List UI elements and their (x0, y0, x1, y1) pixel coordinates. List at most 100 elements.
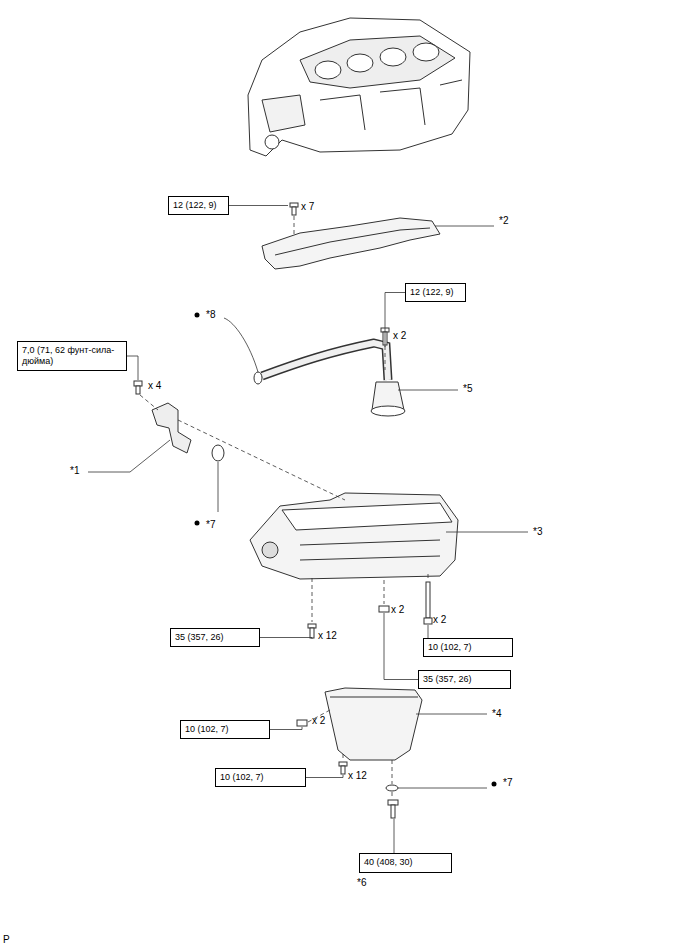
part-drawing (88, 440, 170, 472)
part-drawing (398, 390, 458, 391)
part-drawing (385, 346, 386, 370)
part-drawing (392, 792, 393, 799)
part-drawing (416, 714, 487, 715)
part-drawing (297, 720, 307, 726)
part-drawing (320, 80, 462, 130)
part-drawing (435, 226, 494, 227)
part-drawing (88, 226, 528, 788)
part-drawing (341, 766, 345, 774)
callout-label: x 12 (318, 630, 337, 642)
part-drawing (446, 532, 528, 533)
torque-box: 35 (357, 26) (170, 628, 260, 647)
part-drawing (325, 688, 422, 760)
part-drawing (379, 606, 389, 612)
callout-label: *6 (357, 877, 366, 889)
callout-label: x 2 (433, 614, 446, 626)
callout-label: *4 (492, 708, 501, 720)
torque-value: 7,0 (71, 62 фунт-сила-дюйма) (22, 345, 122, 367)
part-drawing (426, 582, 430, 618)
callout-label: *8 (206, 309, 215, 321)
part-drawing (218, 462, 219, 512)
torque-value: 10 (102, 7) (185, 724, 265, 735)
torque-value: 40 (408, 30) (364, 857, 447, 868)
part-drawing (134, 381, 142, 386)
callout-label: *3 (533, 526, 542, 538)
part-drawing (262, 95, 305, 132)
part-drawing (294, 216, 295, 236)
torque-box: 40 (408, 30) (359, 853, 452, 873)
torque-box: 10 (102, 7) (215, 768, 306, 787)
callout-label: x 2 (393, 330, 406, 342)
part-drawing (195, 521, 200, 526)
leader-line (127, 356, 138, 380)
callout-label: *1 (70, 465, 79, 477)
part-drawing (413, 43, 439, 61)
part-drawing (212, 445, 224, 461)
callout-label: x 12 (348, 770, 367, 782)
leader-line (384, 613, 418, 680)
part-drawing (140, 395, 158, 410)
part-drawing (248, 18, 470, 156)
callout-label: *7 (503, 777, 512, 789)
part-drawing (386, 785, 398, 791)
part-drawing (262, 218, 440, 269)
part-drawing (343, 754, 344, 760)
torque-value: 10 (102, 7) (428, 642, 508, 653)
part-drawing (424, 618, 432, 624)
torque-box: 12 (122, 9) (405, 283, 466, 302)
part-drawing (371, 406, 405, 416)
part-drawing (262, 343, 388, 380)
part-drawing (195, 313, 200, 318)
part-drawing (262, 542, 278, 558)
part-drawing (134, 18, 470, 818)
part-drawing (140, 216, 428, 799)
part-drawing (195, 313, 497, 787)
part-drawing (308, 624, 316, 628)
part-drawing (347, 54, 373, 72)
part-drawing (300, 36, 455, 88)
part-drawing (290, 203, 298, 207)
part-drawing (178, 420, 345, 500)
leader-line (394, 819, 395, 853)
torque-box: 10 (102, 7) (180, 720, 270, 739)
leader-line (260, 638, 312, 640)
callout-label: *2 (499, 215, 508, 227)
part-drawing (262, 343, 388, 380)
part-drawing (265, 135, 279, 149)
part-drawing (152, 403, 191, 453)
part-drawing (250, 493, 458, 579)
torque-box: 7,0 (71, 62 фунт-сила-дюйма) (17, 341, 127, 371)
part-drawing (392, 760, 393, 784)
part-drawing (428, 574, 429, 580)
part-drawing (380, 48, 406, 66)
part-drawing (275, 228, 430, 255)
torque-value: 10 (102, 7) (220, 772, 301, 783)
part-drawing (224, 318, 258, 372)
callout-label: x 4 (148, 380, 161, 392)
torque-box: 12 (122, 9) (168, 196, 229, 215)
part-drawing (492, 782, 497, 787)
part-drawing (300, 540, 440, 560)
part-drawing (330, 697, 418, 698)
part-drawing (254, 372, 262, 384)
torque-value: 12 (122, 9) (173, 200, 224, 211)
torque-value: 12 (122, 9) (410, 287, 461, 298)
part-drawing (312, 578, 313, 622)
leader-line (428, 625, 429, 638)
callout-label: x 7 (301, 201, 314, 213)
part-drawing (339, 762, 347, 766)
torque-value: 35 (357, 26) (423, 674, 506, 685)
part-drawing (315, 61, 341, 79)
part-drawing (388, 800, 398, 805)
part-drawing (391, 805, 395, 818)
callout-label: x 2 (312, 715, 325, 727)
part-drawing (310, 628, 314, 638)
callout-label: *5 (463, 383, 472, 395)
part-drawing (136, 386, 140, 394)
callout-label: *7 (206, 519, 215, 531)
leader-line (270, 727, 302, 730)
part-drawing (282, 503, 452, 530)
torque-value: 35 (357, 26) (175, 632, 255, 643)
